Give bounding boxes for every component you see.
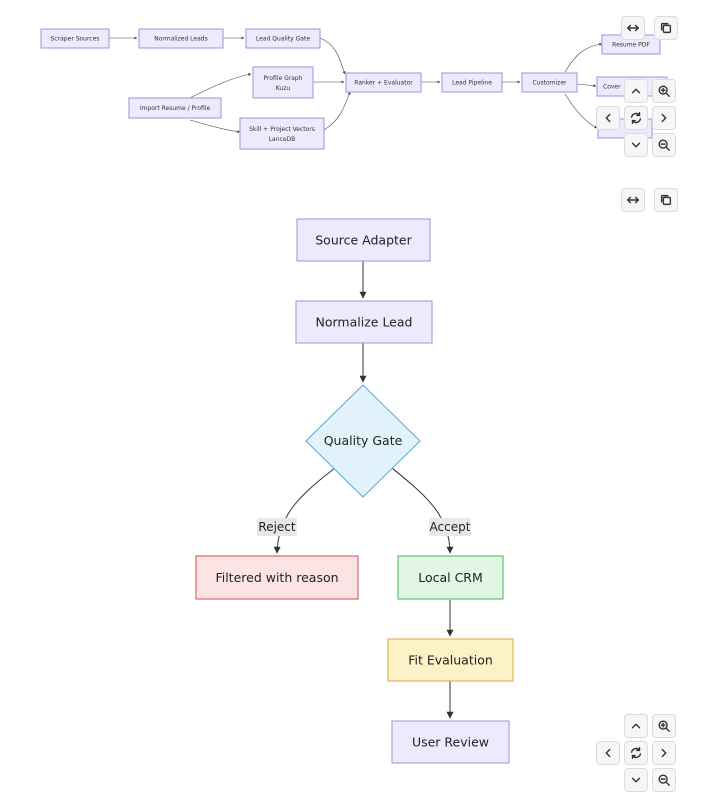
node-label: Scraper Sources [51,36,100,43]
expand-horizontal-icon [627,24,639,32]
expand-horizontal-icon [627,196,639,204]
zoom-in-button[interactable] [652,79,676,103]
node-label: Ranker + Evaluator [354,80,413,87]
top-flowchart: Scraper Sources Normalized Leads Lead Qu… [40,28,668,150]
node-lead-pipeline: Lead Pipeline [441,72,503,93]
zoom-in-icon [658,85,670,97]
node-import-resume: Import Resume / Profile [128,97,222,119]
edge-label-accept: Accept [429,518,471,536]
zoom-in-button[interactable] [652,714,676,738]
node-label: Filtered with reason [215,570,338,585]
node-label: Cover [603,84,621,91]
node-label: Normalize Lead [316,315,413,330]
copy-icon [660,22,672,34]
pan-up-icon [631,88,641,94]
edge-import-to-skill [189,119,241,134]
edge-customizer-to-resume [564,42,603,73]
edge-import-to-profile [189,73,252,99]
pan-left-icon [605,113,611,123]
node-label: Lead Quality Gate [256,36,310,43]
reset-view-button[interactable] [624,106,648,130]
node-local-crm: Local CRM [397,555,504,600]
node-label: Import Resume / Profile [140,105,211,112]
node-label: User Review [412,735,489,750]
zoom-out-icon [658,139,670,151]
pan-right-button[interactable] [652,741,676,765]
node-label: Lead Pipeline [452,80,492,87]
edge-gate-to-crm [391,467,454,554]
node-normalize-lead: Normalize Lead [295,300,433,344]
node-fit-evaluation: Fit Evaluation [387,638,514,682]
pan-right-button[interactable] [652,106,676,130]
node-customizer: Customizer [521,72,578,93]
pan-up-button[interactable] [624,714,648,738]
node-skill-vectors: Skill + Project Vectors LanceDB [239,117,325,150]
node-label: Source Adapter [315,233,412,248]
node-ranker-evaluator: Ranker + Evaluator [345,72,422,93]
pan-down-button[interactable] [624,133,648,157]
pan-right-icon [661,113,667,123]
node-label: Resume PDF [612,42,650,49]
expand-button[interactable] [621,188,645,212]
reset-view-icon [630,747,642,759]
zoom-out-icon [658,774,670,786]
expand-button[interactable] [621,16,645,40]
edge-label-text: Accept [430,520,471,534]
pan-down-icon [631,777,641,783]
node-label: Quality Gate [324,433,403,448]
pan-down-button[interactable] [624,768,648,792]
node-user-review: User Review [391,720,510,764]
copy-icon [660,194,672,206]
pan-left-button[interactable] [596,741,620,765]
node-label: Local CRM [418,570,483,585]
pan-left-button[interactable] [596,106,620,130]
edge-quality-to-ranker [319,37,346,75]
copy-button[interactable] [654,188,678,212]
node-label: Fit Evaluation [408,653,493,668]
zoom-in-icon [658,720,670,732]
node-source-adapter: Source Adapter [296,218,431,262]
edge-customizer-to-cover [576,83,597,88]
bottom-flowchart: Reject Accept Source Adapter Normalize L… [195,218,514,764]
node-lead-quality-gate: Lead Quality Gate [245,28,321,49]
node-label: Customizer [533,80,567,87]
node-label: Normalized Leads [154,36,207,43]
node-filtered-with-reason: Filtered with reason [195,555,359,600]
node-scraper-sources: Scraper Sources [40,28,110,49]
edge-customizer-to-third [564,93,598,129]
pan-up-button[interactable] [624,79,648,103]
node-profile-graph: Profile Graph Kuzu [252,66,314,99]
zoom-out-button[interactable] [652,133,676,157]
copy-button[interactable] [654,16,678,40]
node-label-line1: Skill + Project Vectors [249,126,315,133]
edge-label-reject: Reject [257,518,297,536]
node-label-line2: LanceDB [269,136,296,143]
reset-view-icon [630,112,642,124]
edge-gate-to-filtered [273,467,336,554]
zoom-out-button[interactable] [652,768,676,792]
node-label-line1: Profile Graph [264,75,303,82]
edge-label-text: Reject [258,520,295,534]
edge-skill-to-ranker [323,91,351,131]
node-normalized-leads: Normalized Leads [138,28,224,49]
node-quality-gate: Quality Gate [305,384,421,498]
pan-left-icon [605,748,611,758]
reset-view-button[interactable] [624,741,648,765]
node-label-line2: Kuzu [276,85,291,92]
pan-down-icon [631,142,641,148]
pan-up-icon [631,723,641,729]
pan-right-icon [661,748,667,758]
